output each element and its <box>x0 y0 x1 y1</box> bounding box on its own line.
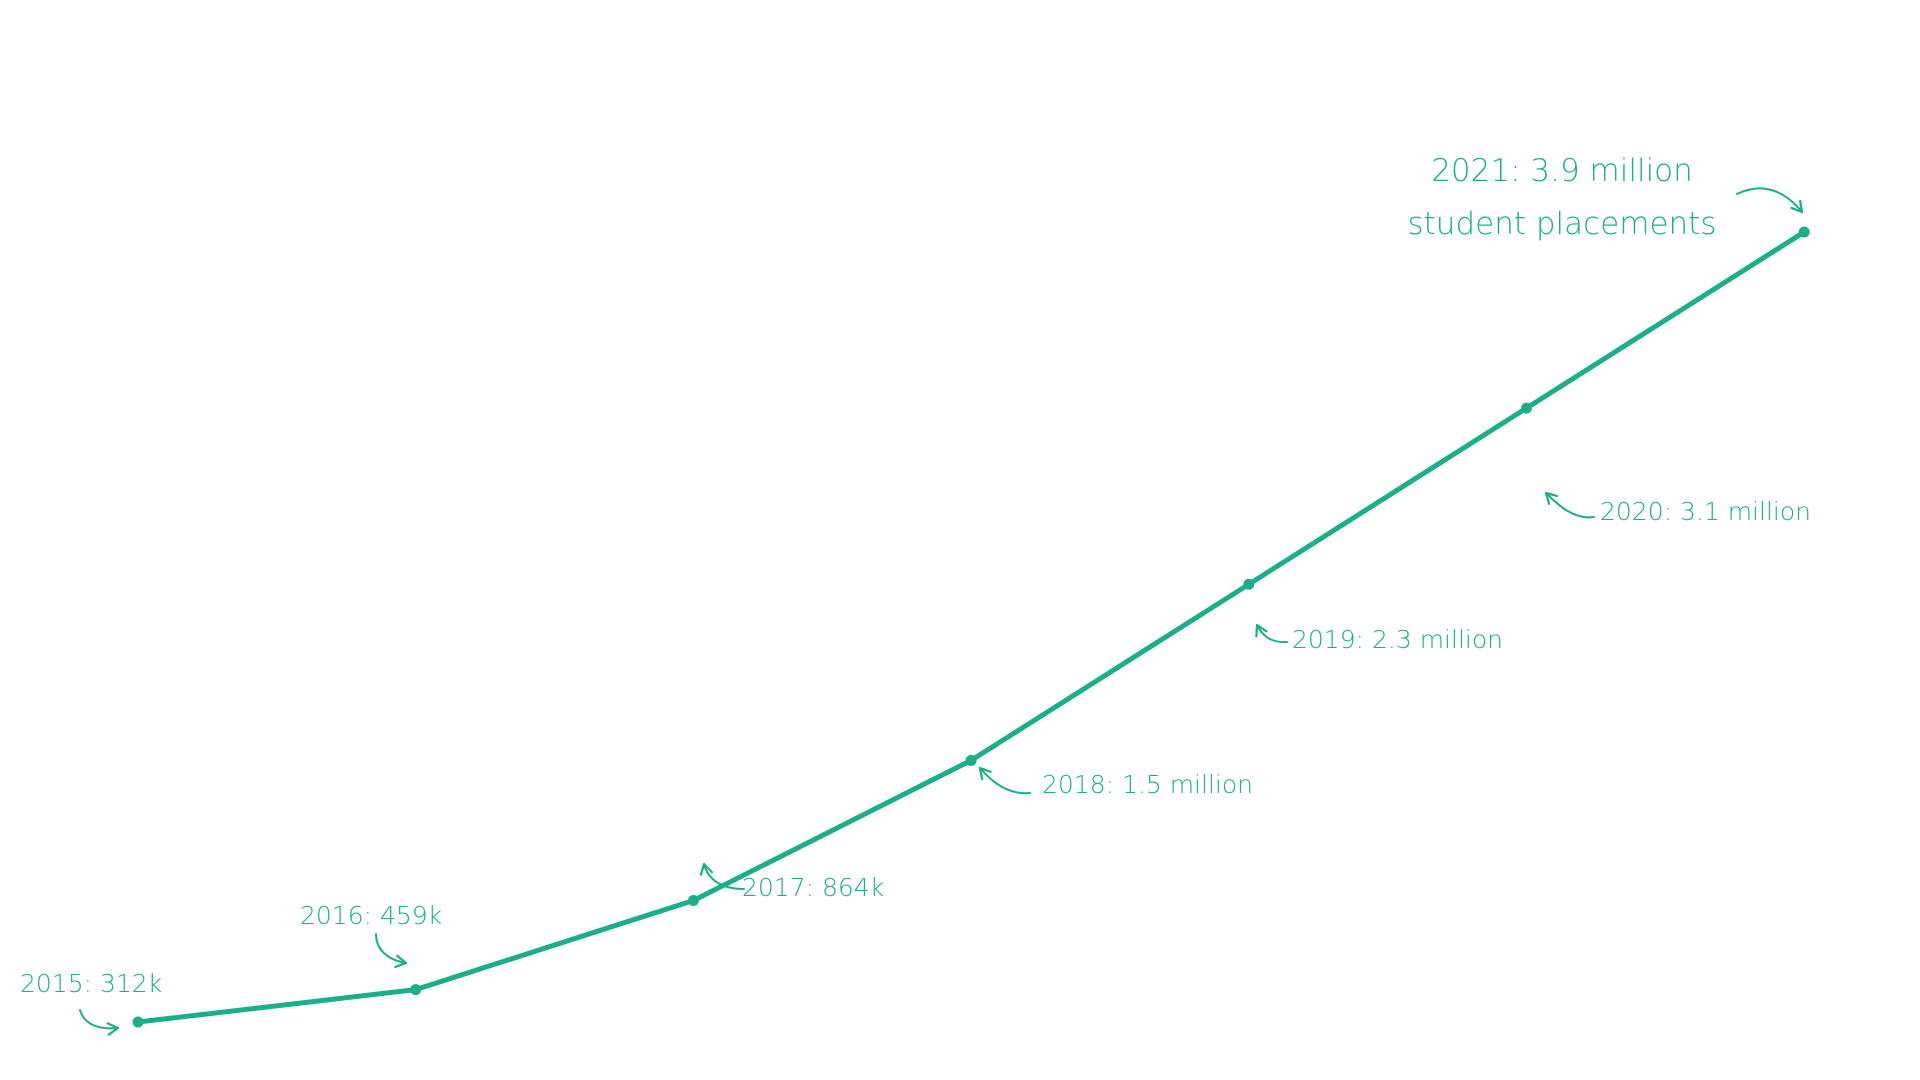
data-label-2015: 2015: 312k <box>20 969 162 998</box>
annotation-arrow-2016 <box>375 933 408 969</box>
data-label-2021-line2: student placements <box>1408 206 1717 242</box>
data-point-2019 <box>1243 578 1255 590</box>
annotation-arrow-2020 <box>1544 491 1595 519</box>
data-label-2017: 2017: 864k <box>742 873 884 902</box>
annotation-arrow-2021 <box>1736 187 1804 214</box>
data-point-2017 <box>687 894 699 906</box>
data-label-2020: 2020: 3.1 million <box>1600 497 1811 526</box>
data-label-2019: 2019: 2.3 million <box>1292 625 1503 654</box>
annotation-arrow-2017 <box>699 862 745 890</box>
annotation-arrow-2015 <box>79 1009 120 1036</box>
data-point-2015 <box>132 1016 144 1028</box>
data-label-2016: 2016: 459k <box>300 901 442 930</box>
data-point-2016 <box>410 984 422 996</box>
data-label-2018: 2018: 1.5 million <box>1042 770 1253 799</box>
data-point-2021 <box>1798 226 1810 238</box>
data-label-2021-line1: 2021: 3.9 million <box>1431 153 1693 189</box>
data-point-2020 <box>1521 402 1532 414</box>
annotation-arrows <box>79 187 1804 1036</box>
data-labels: 2015: 312k 2016: 459k 2017: 864k 2018: 1… <box>20 153 1811 998</box>
annotation-arrow-2019 <box>1255 623 1288 644</box>
data-point-2018 <box>965 754 977 766</box>
annotation-arrow-2018 <box>978 766 1031 795</box>
data-points <box>132 226 1810 1028</box>
